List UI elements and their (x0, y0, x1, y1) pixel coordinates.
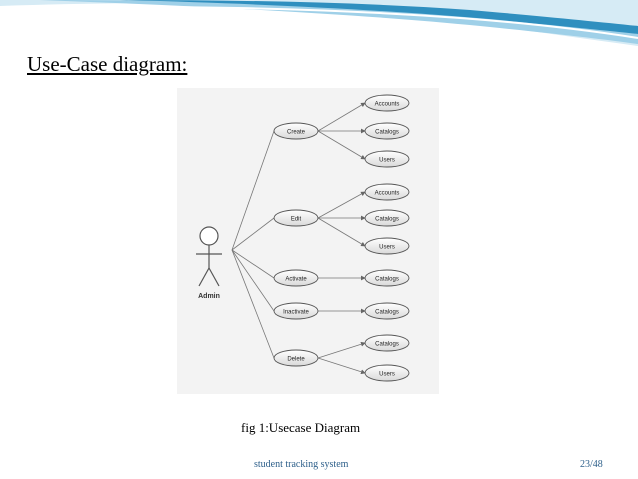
target-ellipse (364, 183, 410, 201)
include-arrow (317, 341, 366, 359)
page-number: 23/48 (580, 459, 603, 470)
footer-text: student tracking system (254, 459, 349, 470)
target-ellipse (364, 94, 410, 112)
association-line (231, 249, 275, 359)
association-line (231, 249, 275, 312)
target-label: Catalogs (375, 277, 399, 283)
include-arrow (317, 217, 366, 247)
target-label: Catalogs (375, 342, 399, 348)
target-label: Catalogs (375, 217, 399, 223)
include-arrow (317, 130, 366, 160)
target-ellipse (364, 302, 410, 320)
include-arrow (317, 357, 366, 375)
use-case-diagram: AdminCreateAccountsCatalogsUsersEditAcco… (196, 94, 410, 382)
target-label: Accounts (375, 191, 400, 197)
use-case-label: Inactivate (283, 310, 309, 316)
slide-title: Use-Case diagram: (27, 52, 188, 76)
target-label: Accounts (375, 102, 400, 108)
actor-right-leg (208, 267, 220, 287)
use-case-label: Edit (291, 217, 302, 223)
target-ellipse (364, 364, 410, 382)
association-line (231, 217, 275, 251)
target-label: Catalogs (375, 130, 399, 136)
target-ellipse (364, 150, 410, 168)
target-ellipse (364, 334, 410, 352)
use-case-ellipse (273, 269, 319, 287)
association-line (231, 130, 275, 251)
target-label: Users (379, 245, 395, 251)
use-case-label: Delete (287, 357, 305, 363)
header-wave-decoration (0, 0, 638, 46)
use-case-label: Activate (285, 277, 307, 283)
target-label: Users (379, 158, 395, 164)
include-arrow (317, 102, 366, 132)
include-arrow (317, 191, 366, 219)
target-label: Users (379, 372, 395, 378)
actor-label: Admin (198, 293, 220, 300)
target-ellipse (364, 122, 410, 140)
actor-left-leg (198, 267, 210, 287)
use-case-ellipse (273, 209, 319, 227)
use-case-ellipse (273, 122, 319, 140)
target-ellipse (364, 237, 410, 255)
target-ellipse (364, 209, 410, 227)
actor-head (199, 226, 219, 246)
association-line (231, 249, 275, 279)
target-label: Catalogs (375, 310, 399, 316)
target-ellipse (364, 269, 410, 287)
use-case-ellipse (273, 302, 319, 320)
figure-caption: fig 1:Usecase Diagram (241, 420, 361, 435)
use-case-label: Create (287, 130, 306, 136)
use-case-ellipse (273, 349, 319, 367)
